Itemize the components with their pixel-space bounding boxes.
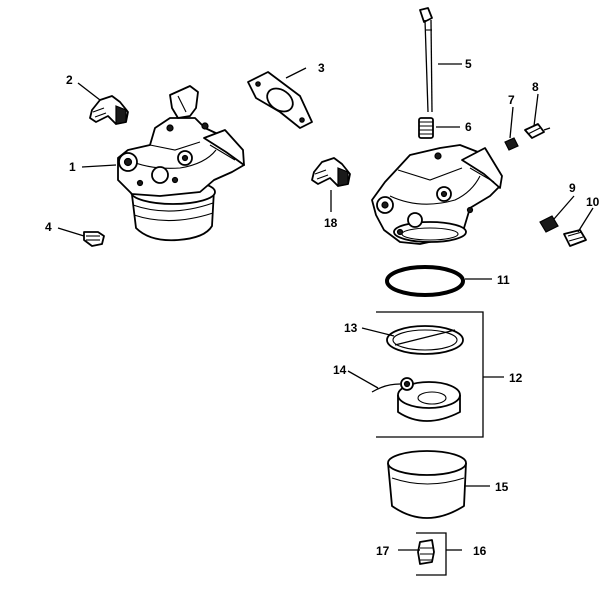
callout-17: 17 xyxy=(376,544,390,558)
drain-bolt-17 xyxy=(417,539,435,565)
part-16-bracket xyxy=(416,532,462,576)
o-ring-11 xyxy=(385,265,465,297)
carburetor-assembly-left xyxy=(117,85,245,242)
gasket-3 xyxy=(247,71,313,129)
callout-labels: 1 2 3 4 5 6 7 8 9 10 11 12 13 14 15 16 1… xyxy=(45,57,600,558)
callout-11: 11 xyxy=(497,273,510,287)
callout-3: 3 xyxy=(318,61,325,75)
callout-15: 15 xyxy=(495,480,509,494)
elbow-fitting-2 xyxy=(89,95,129,125)
part-12-bracket xyxy=(376,311,504,438)
callout-7: 7 xyxy=(508,93,515,107)
gasket-13 xyxy=(386,325,464,355)
callout-10: 10 xyxy=(586,195,600,209)
needle-rod-5 xyxy=(419,7,433,113)
callout-5: 5 xyxy=(465,57,472,71)
plug-9 xyxy=(539,215,559,233)
elbow-fitting-18 xyxy=(311,157,351,187)
callout-16: 16 xyxy=(473,544,487,558)
float-bowl-15 xyxy=(387,450,467,519)
screw-10 xyxy=(563,229,587,247)
spring-7 xyxy=(504,137,519,151)
callout-6: 6 xyxy=(465,120,472,134)
leader-lines xyxy=(57,63,594,551)
callout-18: 18 xyxy=(324,216,338,230)
callout-13: 13 xyxy=(344,321,358,335)
spring-6 xyxy=(418,117,434,139)
callout-12: 12 xyxy=(509,371,523,385)
screw-8 xyxy=(524,123,551,139)
callout-14: 14 xyxy=(333,363,347,377)
callout-9: 9 xyxy=(569,181,576,195)
callout-8: 8 xyxy=(532,80,539,94)
callout-4: 4 xyxy=(45,220,52,234)
callout-1: 1 xyxy=(69,160,76,174)
callout-2: 2 xyxy=(66,73,73,87)
float-14 xyxy=(371,377,461,422)
carburetor-body-right xyxy=(371,144,503,245)
screw-4 xyxy=(83,231,105,247)
